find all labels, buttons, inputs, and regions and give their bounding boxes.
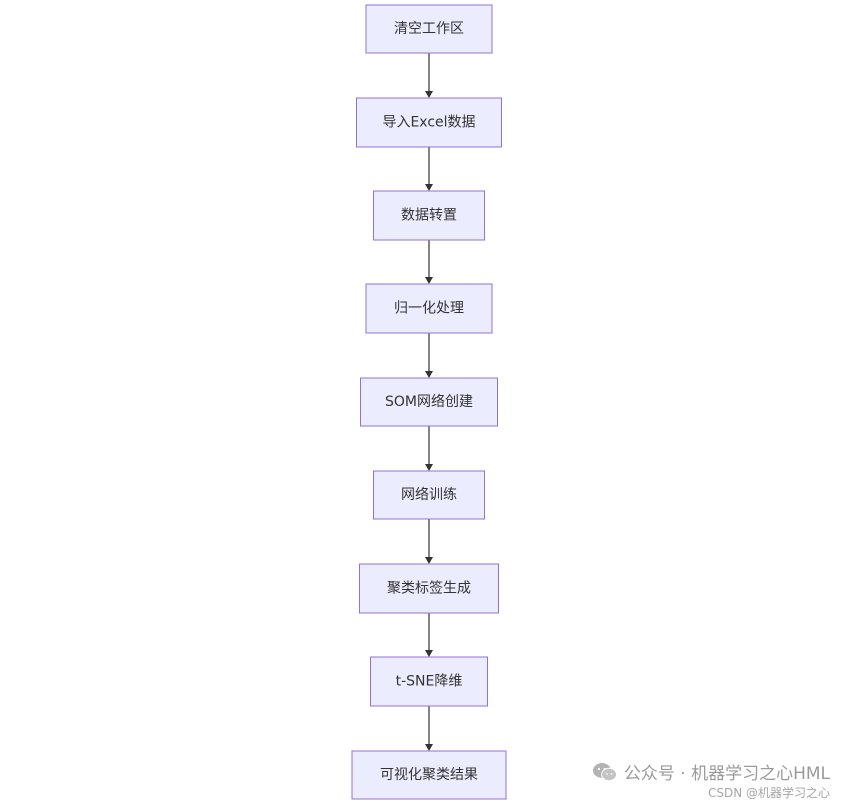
node-train: 网络训练 xyxy=(373,470,485,520)
node-box xyxy=(370,656,488,707)
node-box xyxy=(373,470,485,520)
edge-transpose-normalize xyxy=(425,240,433,284)
node-label: SOM网络创建 xyxy=(385,394,473,410)
watermark-main: 公众号 · 机器学习之心HML xyxy=(592,759,830,784)
node-box xyxy=(365,4,493,54)
arrow-head xyxy=(425,184,433,191)
edges-layer xyxy=(425,53,433,751)
node-clear: 清空工作区 xyxy=(365,4,493,54)
edge-som_create-train xyxy=(425,426,433,471)
node-box xyxy=(373,190,485,241)
node-box xyxy=(356,97,502,148)
node-box xyxy=(359,563,499,614)
node-labels: 聚类标签生成 xyxy=(359,563,499,614)
edge-train-labels xyxy=(425,519,433,564)
edge-normalize-som_create xyxy=(425,333,433,378)
node-label: 聚类标签生成 xyxy=(387,580,471,597)
node-label: 可视化聚类结果 xyxy=(380,767,478,783)
arrow-head xyxy=(425,371,433,378)
node-box xyxy=(360,377,498,427)
node-box xyxy=(351,750,507,800)
node-transpose: 数据转置 xyxy=(373,190,485,241)
arrow-head xyxy=(425,91,433,98)
arrow-head xyxy=(425,557,433,564)
node-label: 数据转置 xyxy=(401,208,457,224)
arrow-head xyxy=(425,277,433,284)
edge-tsne-visualize xyxy=(425,706,433,751)
watermark-main-text: 公众号 · 机器学习之心HML xyxy=(623,764,830,784)
node-box xyxy=(365,283,493,334)
node-import: 导入Excel数据 xyxy=(356,97,502,148)
node-label: t-SNE降维 xyxy=(396,674,463,690)
watermark-sub: CSDN @机器学习之心 xyxy=(707,786,830,800)
node-tsne: t-SNE降维 xyxy=(370,656,488,707)
edge-labels-tsne xyxy=(425,613,433,657)
arrow-head xyxy=(425,464,433,471)
node-visualize: 可视化聚类结果 xyxy=(351,750,507,800)
node-label: 清空工作区 xyxy=(394,21,464,37)
wechat-icon xyxy=(592,762,617,781)
arrow-head xyxy=(425,650,433,657)
node-normalize: 归一化处理 xyxy=(365,283,493,334)
arrow-head xyxy=(425,744,433,751)
node-som_create: SOM网络创建 xyxy=(360,377,498,427)
node-label: 导入Excel数据 xyxy=(382,115,475,131)
edge-import-transpose xyxy=(425,147,433,191)
node-label: 网络训练 xyxy=(401,487,457,503)
edge-clear-import xyxy=(425,53,433,98)
node-label: 归一化处理 xyxy=(394,300,464,317)
